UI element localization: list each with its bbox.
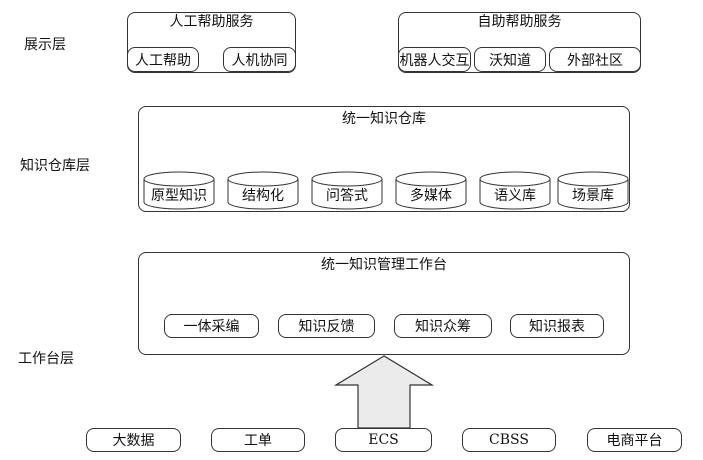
cylinder-icon [395, 171, 467, 210]
source-ecommerce: 电商平台 [587, 428, 682, 452]
cylinder-icon [479, 171, 551, 210]
cylinder-icon [557, 171, 629, 210]
layer-label-display: 展示层 [24, 37, 66, 53]
self-service-title: 自助帮助服务 [477, 14, 562, 30]
store-multimedia: 多媒体 [395, 171, 467, 211]
tool-feedback: 知识反馈 [278, 314, 375, 338]
source-work-order: 工单 [211, 428, 305, 452]
store-label: 问答式 [326, 188, 368, 204]
tool-crowdfunding: 知识众筹 [394, 314, 492, 338]
service-human-help: 人工帮助 [127, 47, 199, 72]
cylinder-icon [143, 171, 215, 210]
tool-report: 知识报表 [510, 314, 604, 338]
store-label: 原型知识 [151, 188, 207, 204]
source-cbss: CBSS [462, 428, 556, 452]
store-label: 结构化 [242, 188, 284, 204]
layer-label-workbench: 工作台层 [18, 351, 74, 367]
warehouse-title: 统一知识仓库 [342, 111, 426, 127]
human-service-title: 人工帮助服务 [169, 14, 254, 30]
source-ecs: ECS [335, 428, 432, 452]
store-prototype: 原型知识 [143, 171, 215, 211]
cylinder-icon [227, 171, 299, 210]
cylinder-icon [311, 171, 383, 210]
workbench-box: 统一知识管理工作台 [138, 252, 630, 355]
service-robot: 机器人交互 [398, 47, 471, 72]
layer-label-warehouse: 知识仓库层 [20, 158, 90, 174]
store-qa: 问答式 [311, 171, 383, 211]
workbench-title: 统一知识管理工作台 [321, 257, 447, 273]
service-wozhidao: 沃知道 [474, 47, 546, 72]
store-label: 多媒体 [410, 188, 452, 204]
store-label: 语义库 [494, 188, 536, 204]
service-community: 外部社区 [549, 47, 641, 72]
store-semantic: 语义库 [479, 171, 551, 211]
store-scenario: 场景库 [557, 171, 629, 211]
tool-integrated-editing: 一体采编 [164, 314, 259, 338]
source-big-data: 大数据 [86, 428, 181, 452]
service-human-machine: 人机协同 [223, 47, 296, 72]
upward-arrow [334, 355, 434, 429]
store-structured: 结构化 [227, 171, 299, 211]
store-label: 场景库 [572, 188, 614, 204]
